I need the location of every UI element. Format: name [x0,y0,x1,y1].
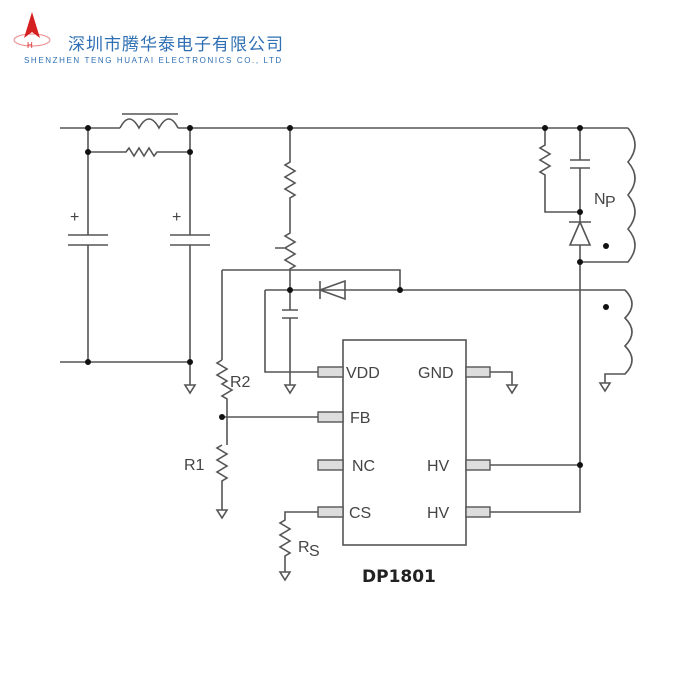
filter-resistor [88,146,190,158]
pin-hv-2: HV [427,505,450,522]
pin-gnd: GND [418,365,454,382]
company-logo: H 深圳市腾华泰电子有限公司 SHENZHEN TENG HUATAI ELEC… [10,8,300,65]
labels-plus: + [70,209,79,226]
snubber-transformer: N P [538,127,636,393]
labels-plus: + [172,209,181,226]
pin-fb: FB [350,410,370,427]
logo-mark-icon: H [13,12,51,50]
labels-rs_sub: S [309,543,320,560]
aux-diode [317,279,346,301]
common-mode-inductor [119,118,179,130]
rs-resistor [278,511,318,572]
part-number: DP1801 [362,567,436,587]
ground-icon [215,509,229,520]
pin-hv-1: HV [427,458,450,475]
primary-winding [580,127,636,263]
labels-r2: R2 [230,374,251,391]
ground-icon [278,571,292,582]
ground-icon [598,382,612,393]
labels-r1: R1 [184,457,205,474]
labels-np_sub: P [605,194,616,211]
pin-cs: CS [349,505,371,522]
ground-icon [505,384,519,395]
startup-network: R2 R1 [184,128,625,520]
svg-text:H: H [27,41,33,50]
company-name-en: SHENZHEN TENG HUATAI ELECTRONICS CO., LT… [24,56,283,65]
bulk-capacitor-2 [170,234,210,246]
ground-icon [283,384,297,395]
ic-dp1801: VDD FB NC CS GND HV HV DP1801 R S [278,262,581,587]
r1-resistor [215,444,229,510]
company-name-cn: 深圳市腾华泰电子有限公司 [68,35,284,55]
snubber-diode [568,219,592,262]
ground-icon [183,384,197,395]
labels-rs_main: R [298,539,310,556]
r2-resistor [215,359,234,445]
pin-nc: NC [352,458,375,475]
pin-vdd: VDD [346,365,380,382]
labels-np_main: N [594,191,606,208]
junction-dots [85,125,583,468]
aux-winding [604,289,633,383]
bulk-capacitor-1 [68,234,108,246]
